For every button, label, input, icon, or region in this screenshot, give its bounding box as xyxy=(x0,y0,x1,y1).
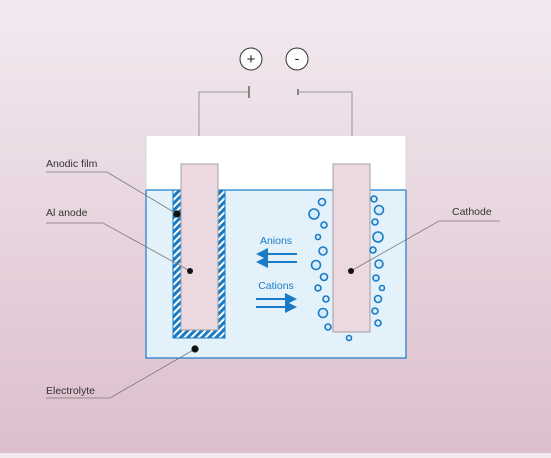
positive-terminal-label: + xyxy=(247,51,256,68)
gas-bubbles xyxy=(308,195,386,342)
electrolyte-label: Electrolyte xyxy=(46,385,95,397)
cathode-dot xyxy=(348,268,354,274)
anodic-film-dot xyxy=(173,210,181,218)
bubble xyxy=(372,274,380,282)
bubble xyxy=(374,319,382,327)
electrolyte-leader xyxy=(46,348,196,399)
positive-terminal: + xyxy=(239,47,263,71)
bubble xyxy=(369,246,377,254)
al-anode-dot xyxy=(187,268,193,274)
bubble xyxy=(324,323,332,331)
bubble xyxy=(345,334,353,342)
bubble xyxy=(322,295,330,303)
bubble xyxy=(317,307,329,319)
bubble xyxy=(372,231,384,243)
anodic-film-label: Anodic film xyxy=(46,158,98,170)
bubble xyxy=(373,294,383,304)
anions-label: Anions xyxy=(260,235,292,247)
anode-electrode xyxy=(180,163,219,331)
leader-dots xyxy=(173,210,354,353)
cations-label: Cations xyxy=(258,280,294,292)
bubble xyxy=(378,284,386,292)
bubble xyxy=(317,197,327,207)
anodic-film-leader xyxy=(46,171,178,215)
al-anode-label: Al anode xyxy=(46,207,88,219)
negative-terminal-label: - xyxy=(295,50,300,66)
bubble xyxy=(318,246,328,256)
bubble xyxy=(314,233,322,241)
bubble xyxy=(370,195,378,203)
al-anode-leader xyxy=(46,222,191,272)
bubble xyxy=(314,284,322,292)
electrolyte-dot xyxy=(191,345,199,353)
cathode-leader xyxy=(350,220,500,272)
bubble xyxy=(371,307,379,315)
bubble xyxy=(371,218,379,226)
bubble xyxy=(319,272,329,282)
bubble xyxy=(308,208,320,220)
bubble xyxy=(374,259,384,269)
cathode-label: Cathode xyxy=(452,206,492,218)
negative-terminal: - xyxy=(285,47,309,71)
leader-lines xyxy=(46,171,500,399)
bubble xyxy=(310,259,322,271)
cathode-electrode xyxy=(332,163,371,333)
bubble xyxy=(320,221,328,229)
bubble xyxy=(373,204,385,216)
al-anode xyxy=(172,163,226,339)
